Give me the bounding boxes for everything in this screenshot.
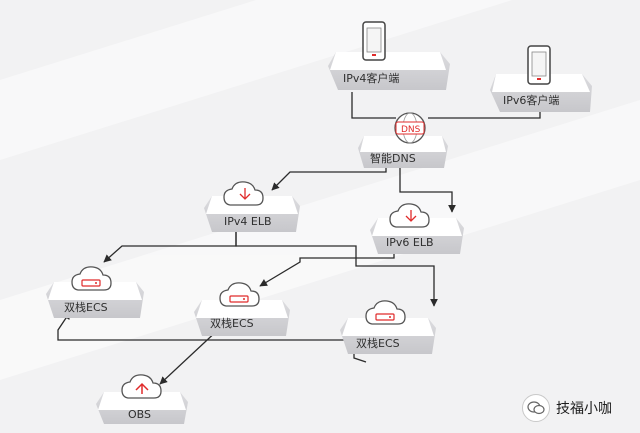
ipv4-elb-label: IPv4 ELB [224,215,272,228]
mobile-phone-icon [527,45,551,85]
globe-dns-icon: DNS [394,112,426,144]
server-cloud-icon [219,282,260,307]
ipv6-client-label: IPv6客户端 [503,93,559,107]
ipv4-client-node: IPv4客户端 [328,21,450,90]
ipv6-elb-label: IPv6 ELB [386,236,434,249]
ecs-mid-label: 双栈ECS [210,316,254,330]
link-ipv6-elb-ecs-mid [259,252,395,287]
load-balancer-cloud-icon [223,181,264,206]
link-ipv4-client-dns [351,92,396,119]
ecs-right-node: 双栈ECS [340,300,436,354]
obs-label: OBS [128,408,151,421]
watermark-text: 技福小咖 [556,401,612,417]
ecs-left-label: 双栈ECS [64,300,108,314]
ecs-left-node: 双栈ECS [46,266,144,318]
mobile-phone-icon [362,21,386,61]
dns-icon-text: DNS [401,125,421,135]
obs-node: OBS [96,374,188,424]
storage-upload-cloud-icon [121,374,162,399]
link-ecs-mid-obs [159,327,221,385]
link-ipv4-elb-ecs-right [235,228,438,307]
server-cloud-icon [365,300,406,325]
watermark: 技福小咖 [522,393,632,423]
ecs-mid-node: 双栈ECS [194,282,290,336]
ipv4-elb-node: IPv4 ELB [204,181,300,232]
dns-node: DNS 智能DNS [358,112,448,168]
server-cloud-icon [71,266,112,291]
ipv6-elb-node: IPv6 ELB [370,203,464,254]
load-balancer-cloud-icon [389,203,430,228]
ipv6-client-node: IPv6客户端 [490,45,592,112]
wechat-icon [522,394,550,422]
ecs-right-label: 双栈ECS [356,336,400,350]
link-dns-ipv6-elb [399,162,456,213]
ipv4-client-label: IPv4客户端 [343,71,399,85]
dns-label: 智能DNS [370,151,416,165]
